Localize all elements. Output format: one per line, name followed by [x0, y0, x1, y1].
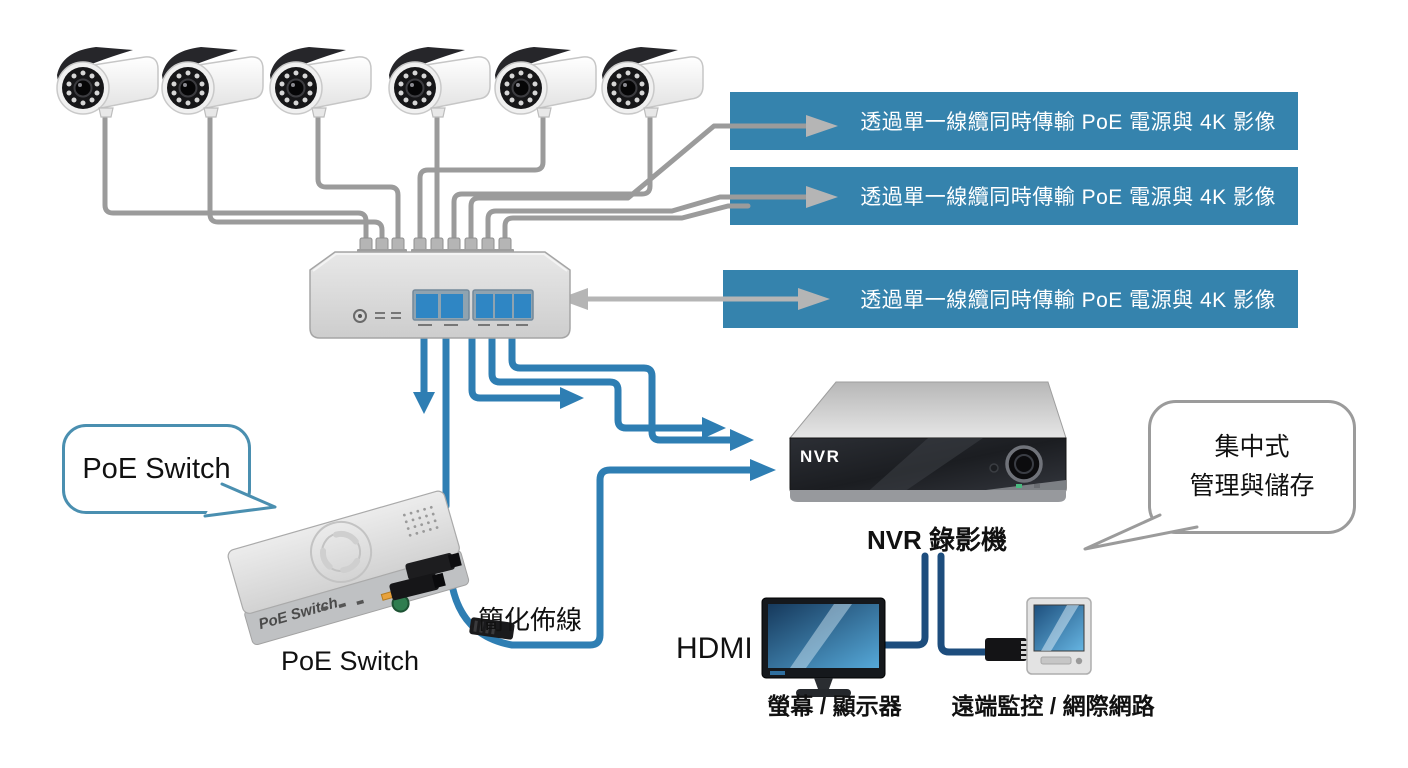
nvr-callout-line2: 管理與儲存	[1189, 472, 1315, 500]
monitor-base	[796, 689, 851, 697]
nvr-callout-tail	[1083, 513, 1199, 551]
banner-3-double-arrow	[558, 288, 830, 310]
banner-1-label: 透過單一線纜同時傳輸 PoE 電源與 4K 影像	[860, 111, 1276, 134]
poe-switch-device: PoE Switch	[227, 490, 515, 646]
monitor-logo	[770, 671, 785, 675]
network-plug	[985, 638, 1030, 661]
camera-icon-4	[388, 46, 491, 118]
simplified-cabling-label: 簡化佈線	[478, 605, 583, 635]
monitor-caption: 螢幕 / 顯示器	[767, 693, 902, 719]
nvr-output-cables	[880, 552, 994, 656]
nvr-knob	[1005, 445, 1043, 483]
camera-icon-6	[601, 46, 704, 118]
camera-icon-2	[161, 46, 264, 118]
camera-cables	[102, 115, 809, 245]
nvr-knob-ring	[1014, 454, 1034, 474]
monitor-icon	[761, 597, 886, 697]
poe-switch-plugs	[389, 552, 462, 601]
hub-silkscreen	[375, 312, 528, 326]
banner-1: 透過單一線纜同時傳輸 PoE 電源與 4K 影像	[730, 92, 1298, 150]
nvr-callout-line1: 集中式	[1214, 433, 1290, 462]
monitor-screen	[768, 604, 879, 668]
nvr-front-label: NVR	[800, 447, 841, 466]
nvr-caption: NVR 錄影機	[866, 525, 1008, 555]
remote-pc-button	[1075, 657, 1083, 665]
nvr-sheen	[863, 438, 983, 496]
poe-switch-callout-label: PoE Switch	[82, 452, 231, 485]
hdmi-label: HDMI	[676, 632, 753, 665]
nvr-callout-text: 集中式 管理與儲存	[1189, 428, 1314, 506]
banner-3-label: 透過單一線纜同時傳輸 PoE 電源與 4K 影像	[860, 289, 1276, 312]
cable-coupler	[469, 617, 515, 640]
nvr-bottom-strip	[790, 490, 1066, 502]
poe-callout-tail	[203, 482, 277, 518]
remote-caption: 遠端監控 / 網際網路	[951, 693, 1155, 719]
monitor-stand	[814, 678, 833, 689]
banner-2-label: 透過單一線纜同時傳輸 PoE 電源與 4K 影像	[860, 186, 1276, 209]
nvr-top-face	[788, 381, 1067, 439]
remote-pc-icon	[985, 597, 1092, 675]
poe-switch-callout: PoE Switch	[62, 424, 251, 514]
camera-icon-1	[56, 46, 159, 118]
poe-hub-device	[309, 237, 571, 339]
nvr-ir-window	[989, 463, 999, 473]
monitor-glare	[790, 604, 852, 668]
banner-arrowheads	[806, 115, 838, 208]
nvr-led	[1016, 484, 1022, 488]
remote-pc-slot	[1040, 656, 1072, 665]
hub-power-jack	[353, 309, 367, 323]
nvr-device	[788, 381, 1067, 502]
hub-ports	[412, 289, 534, 321]
camera-icon-5	[494, 46, 597, 118]
poe-cable-arrowheads	[413, 387, 776, 481]
poe-switch-caption: PoE Switch	[280, 646, 420, 676]
nvr-callout: 集中式 管理與儲存	[1148, 400, 1356, 534]
remote-pc-glare	[1041, 605, 1079, 651]
camera-icon-3	[269, 46, 372, 118]
hub-highlight	[312, 253, 568, 272]
nvr-usb	[1034, 484, 1040, 488]
